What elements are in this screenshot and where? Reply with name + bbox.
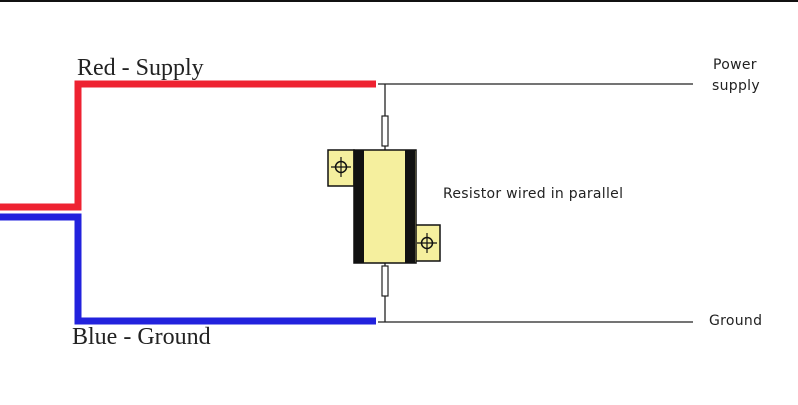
top-terminal-pin xyxy=(381,115,389,147)
resistor-label: Resistor wired in parallel xyxy=(443,186,623,202)
power-supply-label-line2: supply xyxy=(712,78,760,94)
power-supply-label-line1: Power xyxy=(713,57,757,73)
resistor xyxy=(327,149,441,264)
resistor-right-edge xyxy=(405,150,415,263)
bottom-terminal-pin xyxy=(381,265,389,297)
resistor-left-edge xyxy=(354,150,364,263)
red-supply-wire xyxy=(0,80,376,211)
blue-ground-wire xyxy=(0,213,376,325)
red-wire-label: Red - Supply xyxy=(77,55,204,81)
ground-label: Ground xyxy=(709,313,762,329)
blue-wire-label: Blue - Ground xyxy=(72,324,211,350)
